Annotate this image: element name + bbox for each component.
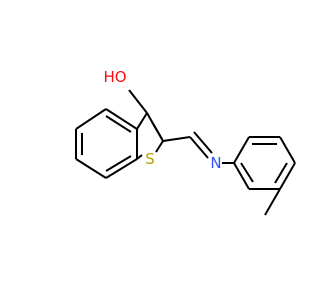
nitrogen-label: N — [210, 154, 221, 172]
bond — [105, 108, 138, 130]
bond — [105, 115, 132, 133]
bond — [105, 158, 138, 179]
bond — [233, 136, 250, 164]
bond — [75, 108, 107, 130]
bond — [136, 112, 148, 130]
bond — [162, 136, 191, 142]
hydroxyl-label: HO — [103, 68, 126, 86]
bond — [279, 136, 296, 164]
bond — [75, 158, 107, 179]
bond — [136, 154, 143, 160]
bond — [105, 155, 132, 172]
molecule-diagram: HO S N — [75, 68, 296, 216]
bond — [128, 89, 148, 114]
bond — [279, 162, 296, 190]
bond — [193, 131, 213, 154]
structure-canvas: HO S N — [75, 68, 296, 216]
bond — [264, 188, 281, 216]
bond — [151, 121, 163, 140]
bond — [274, 162, 288, 184]
bond — [155, 140, 164, 153]
bond — [240, 162, 254, 183]
bond — [189, 136, 209, 159]
bond — [233, 162, 250, 190]
bond-lines — [75, 89, 296, 216]
sulfur-label: S — [145, 150, 155, 168]
